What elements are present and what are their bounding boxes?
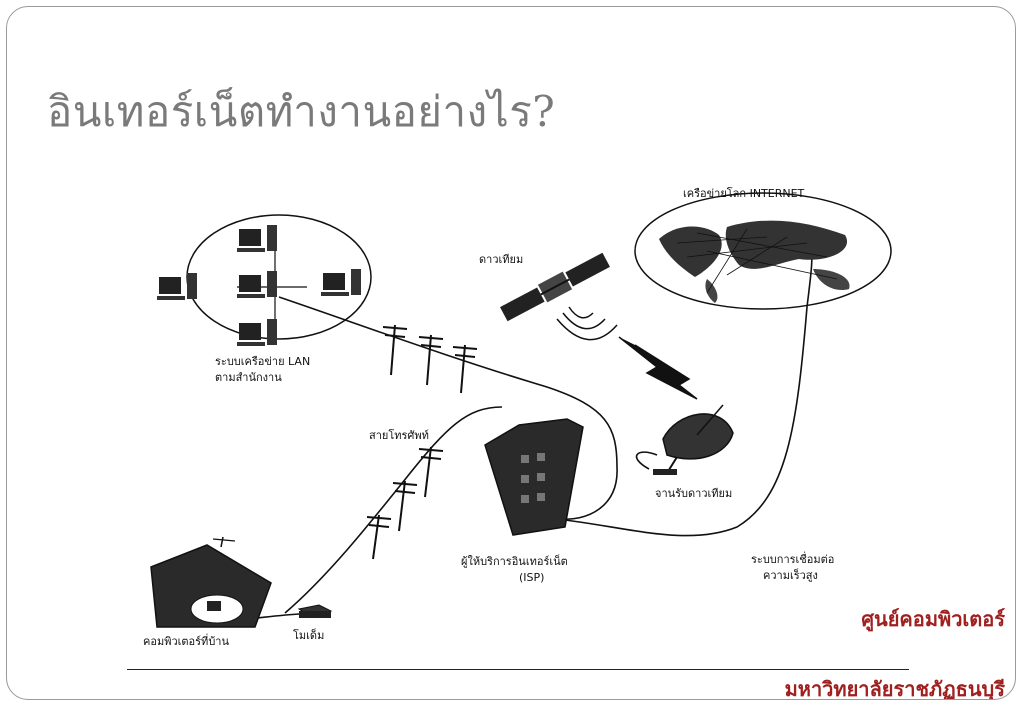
footer-divider	[127, 669, 909, 670]
modem-label: โมเด็ม	[293, 628, 324, 642]
isp-label-line2: (ISP)	[519, 571, 544, 584]
internet-label: เครือข่ายโลก INTERNET	[683, 186, 805, 200]
telephone-pole-icon	[418, 334, 444, 386]
dish-label: จานรับดาวเทียม	[655, 487, 732, 500]
cables	[246, 226, 813, 620]
world-map-icon	[634, 192, 892, 310]
telephone-pole-icon	[392, 480, 418, 532]
lan-computer-icon	[237, 319, 277, 346]
telephone-pole-icon	[366, 514, 392, 560]
footer-org-line2: มหาวิทยาลัยราชภัฏธนบุรี	[784, 677, 1005, 700]
telephone-poles	[366, 324, 478, 560]
lan-computer-icon	[237, 271, 277, 298]
lan-network	[157, 214, 372, 346]
home-computer-label: คอมพิวเตอร์ที่บ้าน	[143, 633, 229, 648]
satellite-signal	[556, 306, 618, 341]
telephone-pole-icon	[382, 324, 408, 376]
phone-line-label: สายโทรศัพท์	[369, 428, 429, 442]
lan-label-line1: ระบบเครือข่าย LAN	[215, 355, 310, 368]
footer-org-line1: ศูนย์คอมพิวเตอร์	[861, 607, 1005, 631]
wireless-bolt	[618, 336, 698, 400]
satellite-label: ดาวเทียม	[479, 253, 523, 266]
slide: อินเทอร์เน็ตทำงานอย่างไร?	[6, 6, 1016, 700]
isp-label-line1: ผู้ให้บริการอินเทอร์เน็ต	[461, 554, 568, 568]
lan-computer-icon	[157, 273, 197, 300]
internet-diagram: ระบบเครือข่าย LAN ตามสำนักงาน ดาวเทียม เ…	[143, 186, 892, 648]
lan-computer-icon	[321, 269, 361, 296]
slide-title: อินเทอร์เน็ตทำงานอย่างไร?	[47, 87, 556, 136]
isp-building-icon	[484, 418, 584, 536]
highspeed-label-line2: ความเร็วสูง	[763, 568, 818, 582]
satellite-icon	[500, 252, 610, 322]
highspeed-label-line1: ระบบการเชื่อมต่อ	[751, 551, 834, 566]
lan-label-line2: ตามสำนักงาน	[215, 371, 282, 384]
modem-icon	[297, 604, 333, 618]
telephone-pole-icon	[452, 344, 478, 394]
telephone-pole-icon	[418, 446, 444, 498]
lan-computer-icon	[237, 225, 277, 252]
satellite-dish-icon	[653, 404, 734, 475]
house-icon	[150, 536, 272, 628]
